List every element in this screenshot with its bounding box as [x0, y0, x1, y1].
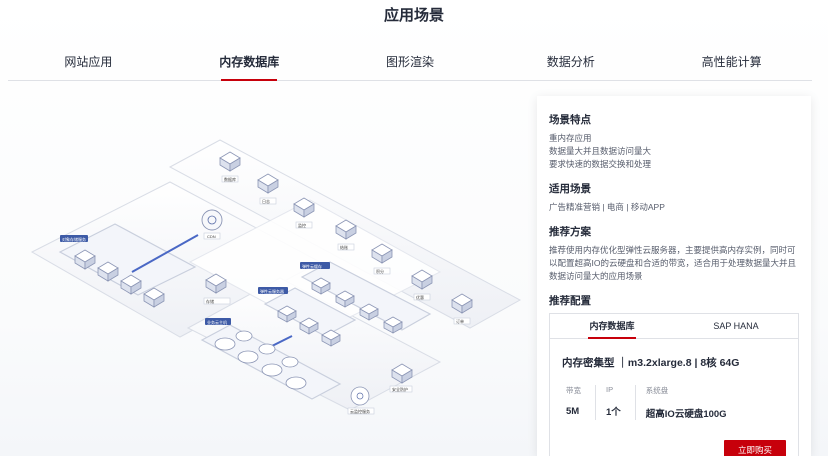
cloud-monitor-node: 云监控服务	[347, 386, 375, 415]
page-title: 应用场景	[383, 7, 444, 24]
spec-value: 1个	[606, 407, 621, 418]
architecture-illustration: 对象存储服务 CDN 数据库 日志 监控 结账 积分 优惠 订单 存储 弹性云服…	[30, 139, 522, 415]
svg-text:监控: 监控	[298, 222, 306, 228]
feature-line: 数据量大并且数据访问量大	[549, 146, 652, 156]
svg-text:安全防护: 安全防护	[392, 386, 408, 392]
group-cache: 弹性云缓存	[300, 261, 432, 334]
solution-title: 推荐方案	[549, 226, 591, 238]
storage-node: 存储	[203, 273, 231, 305]
spec-key: 带宽	[566, 386, 581, 395]
spec-system-disk: 系统盘 超高IO云硬盘100G	[634, 385, 727, 420]
tab-hpc[interactable]: 高性能计算	[701, 55, 762, 69]
instance-spec: 内存密集型 ｜m3.2xlarge.8 | 8核 64G	[562, 357, 740, 369]
spec-value: 5M	[566, 406, 580, 417]
config-tabs: 内存数据库 SAP HANA	[550, 314, 798, 339]
svg-text:存储: 存储	[206, 298, 214, 304]
svg-text:订单: 订单	[456, 318, 464, 324]
svg-text:业务云主机: 业务云主机	[207, 319, 227, 325]
svg-text:积分: 积分	[376, 268, 384, 274]
svg-text:弹性云服务器: 弹性云服务器	[260, 288, 284, 294]
features-title: 场景特点	[549, 114, 591, 126]
config-tab-sap-hana[interactable]: SAP HANA	[713, 321, 759, 331]
config-tab-in-memory-db[interactable]: 内存数据库	[550, 314, 674, 339]
solution-section: 推荐方案 推荐使用内存优化型弹性云服务器，主要提供高内存实例，同时可以配置超高I…	[549, 224, 799, 283]
cdn-node: CDN	[201, 209, 223, 240]
features-section: 场景特点 重内存应用 数据量大并且数据访问量大 要求快速的数据交换和处理	[549, 112, 799, 171]
solution-text: 推荐使用内存优化型弹性云服务器，主要提供高内存实例，同时可以配置超高IO的云硬盘…	[549, 245, 796, 281]
svg-text:结账: 结账	[340, 244, 348, 250]
svg-text:弹性云缓存: 弹性云缓存	[302, 263, 322, 269]
feature-line: 要求快速的数据交换和处理	[549, 159, 652, 169]
group-object-storage: 对象存储服务	[58, 223, 197, 296]
spec-bandwidth: 带宽 5M	[560, 385, 581, 420]
svg-text:云监控服务: 云监控服务	[350, 408, 370, 414]
svg-text:日志: 日志	[262, 198, 270, 204]
group-business-hosts: 业务云主机	[200, 318, 342, 400]
tab-website[interactable]: 网站应用	[64, 55, 113, 69]
spec-value: 超高IO云硬盘100G	[645, 409, 727, 420]
svg-text:数据库: 数据库	[224, 176, 236, 182]
scenarios-title: 适用场景	[549, 183, 591, 195]
left-cube-row	[74, 249, 165, 308]
spec-key: 系统盘	[645, 386, 669, 395]
tab-data-analysis[interactable]: 数据分析	[546, 55, 595, 69]
svg-text:优惠: 优惠	[416, 294, 424, 300]
buy-now-button[interactable]: 立即购买	[724, 440, 786, 456]
tab-graphics-rendering[interactable]: 图形渲染	[385, 55, 434, 69]
group-ecs: 弹性云服务器	[258, 287, 357, 347]
svg-text:CDN: CDN	[207, 234, 216, 239]
spec-row: 带宽 5M IP 1个 系统盘 超高IO云硬盘100G	[550, 370, 798, 420]
top-service-cubes: 数据库 日志 监控 结账 积分 优惠 订单	[219, 151, 473, 325]
scenario-tabs: 网站应用 内存数据库 图形渲染 数据分析 高性能计算	[8, 50, 812, 81]
spec-key: IP	[606, 385, 614, 394]
config-card: 内存数据库 SAP HANA 内存密集型 ｜m3.2xlarge.8 | 8核 …	[549, 313, 799, 456]
scenarios-text: 广告精准营销 | 电商 | 移动APP	[549, 202, 665, 212]
tab-in-memory-db[interactable]: 内存数据库	[169, 50, 330, 81]
security-node: 安全防护	[389, 363, 413, 393]
scenario-detail-panel: 场景特点 重内存应用 数据量大并且数据访问量大 要求快速的数据交换和处理 适用场…	[537, 96, 811, 456]
connector-left	[131, 234, 199, 273]
spec-ip: IP 1个	[595, 385, 621, 420]
config-title: 推荐配置	[549, 295, 591, 307]
scenarios-section: 适用场景 广告精准营销 | 电商 | 移动APP	[549, 181, 799, 214]
svg-text:对象存储服务: 对象存储服务	[62, 236, 86, 242]
feature-line: 重内存应用	[549, 133, 592, 143]
